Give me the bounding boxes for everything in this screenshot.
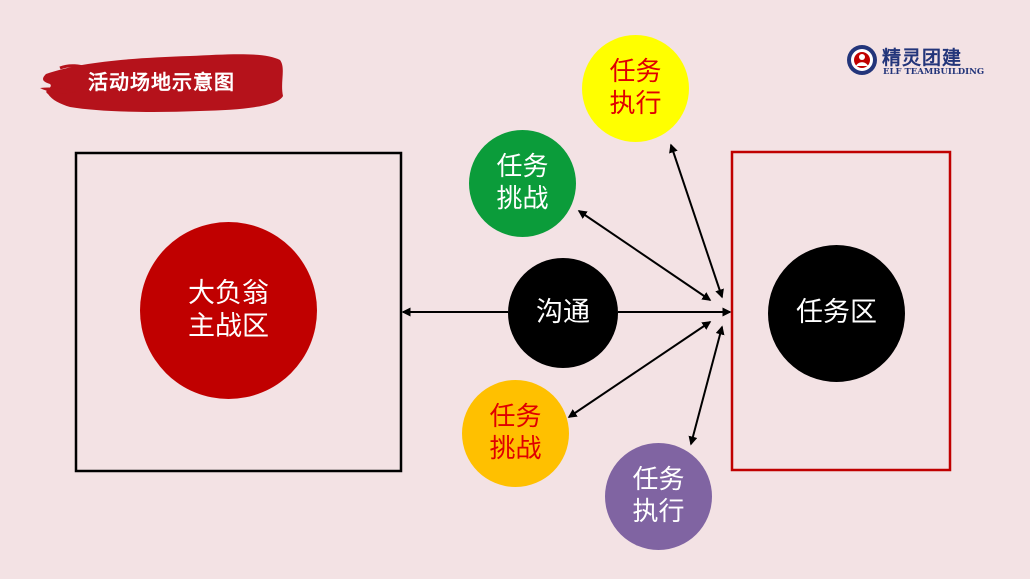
task-execute-purple-circle: 任务执行	[605, 443, 712, 550]
slide-title: 活动场地示意图	[88, 70, 235, 94]
logo-name-cn: 精灵团建	[882, 47, 963, 69]
task-execute-yellow-label: 任务执行	[609, 56, 662, 119]
task-zone-box	[730, 150, 952, 472]
task-execute-purple-label: 任务执行	[632, 464, 685, 527]
arrow-orange-task	[567, 321, 712, 418]
title-banner	[40, 54, 284, 112]
task-challenge-green-label: 任务挑战	[496, 151, 549, 214]
task-zone-label: 任务区	[796, 297, 877, 329]
task-execute-yellow-circle: 任务执行	[582, 35, 689, 142]
main-zone-circle: 大负翁主战区	[140, 222, 317, 399]
communication-label: 沟通	[536, 296, 590, 328]
communication-circle: 沟通	[508, 258, 618, 368]
main-zone-box	[74, 151, 403, 473]
task-zone-circle: 任务区	[768, 245, 905, 382]
arrow-yellow-task	[669, 143, 724, 299]
arrow-purple-task	[688, 325, 725, 446]
logo-name-en: ELF TEAMBUILDING	[883, 67, 985, 77]
logo-icon	[847, 45, 877, 75]
task-challenge-green-circle: 任务挑战	[469, 130, 576, 237]
main-zone-label: 大负翁主战区	[187, 277, 269, 342]
task-challenge-orange-label: 任务挑战	[489, 401, 542, 464]
task-challenge-orange-circle: 任务挑战	[462, 380, 569, 487]
